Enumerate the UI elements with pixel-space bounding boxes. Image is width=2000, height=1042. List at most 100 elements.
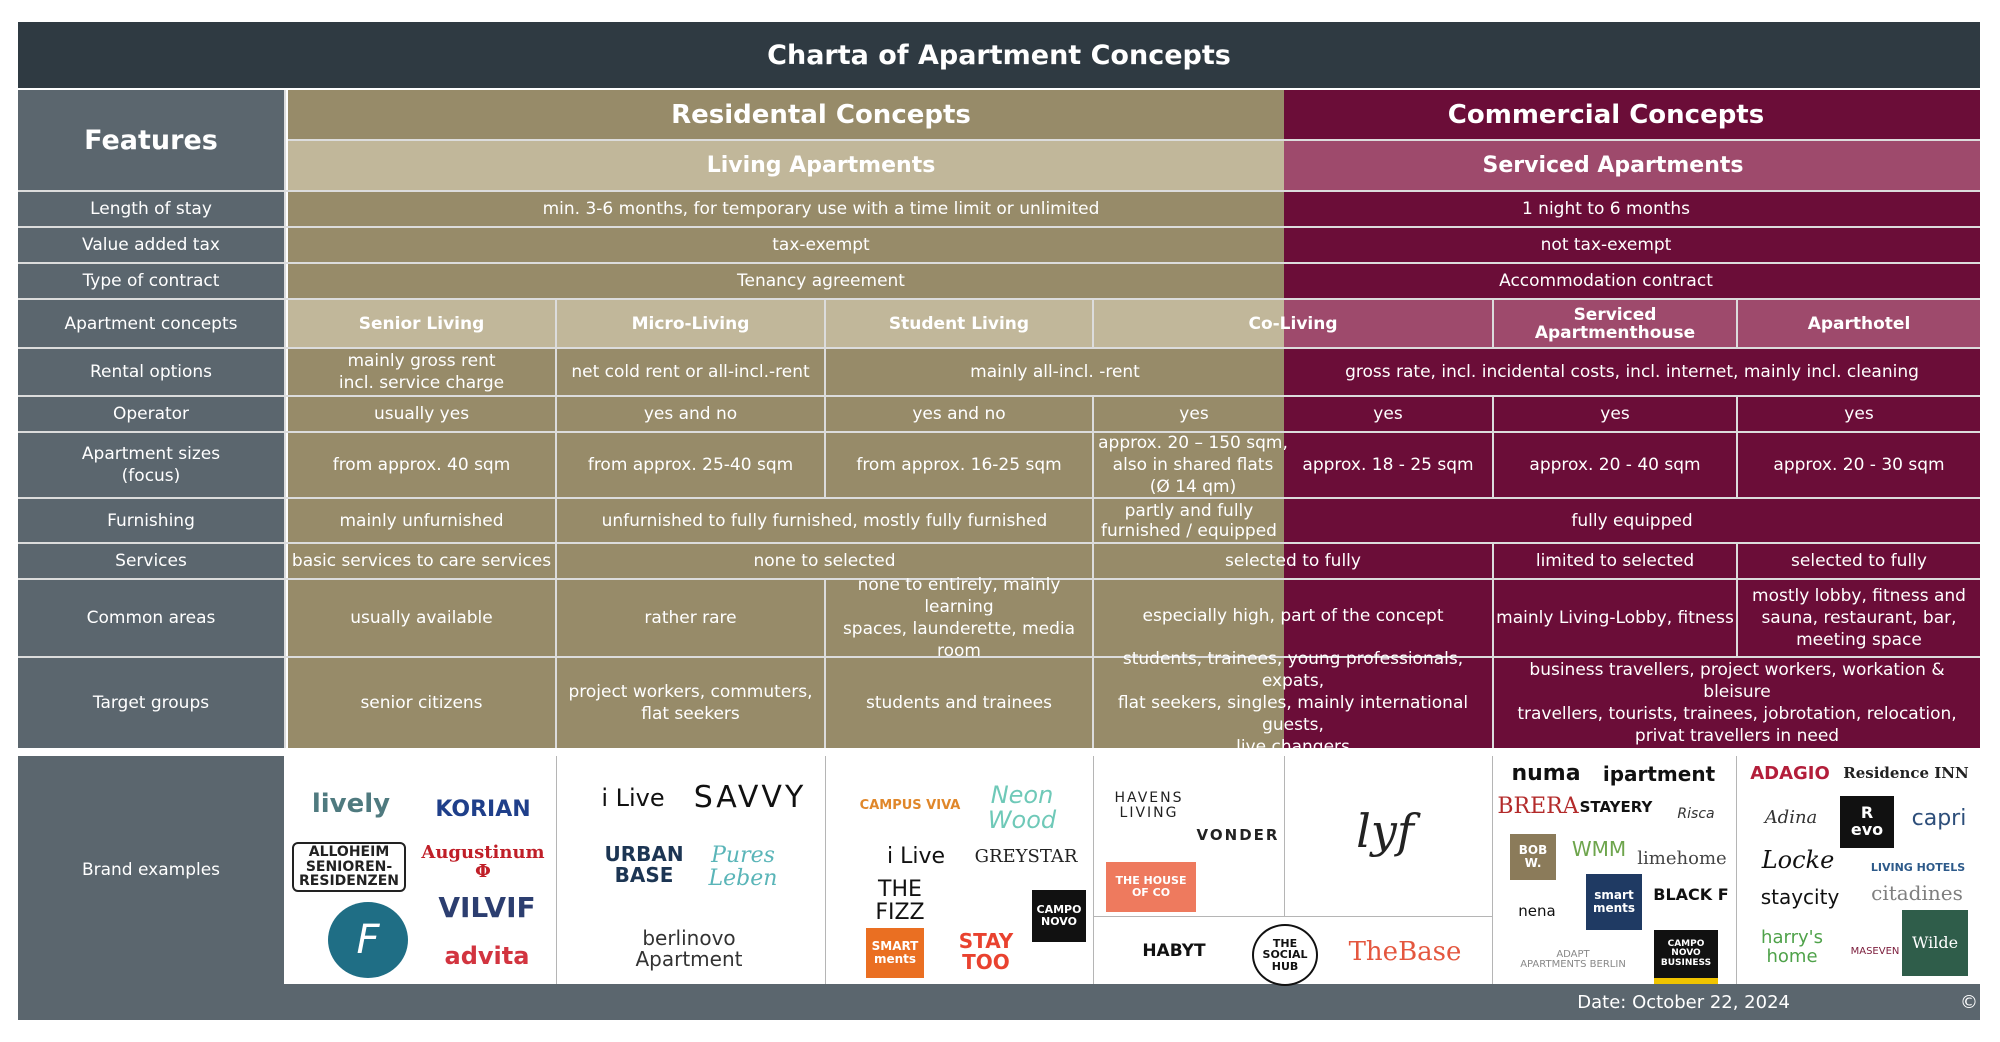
brand-logo-f-circle: F: [328, 902, 408, 978]
residential-subtitle: Living Apartments: [706, 153, 936, 178]
brand-logo-house-of-co: THE HOUSE OF CO: [1106, 862, 1196, 912]
brand-logo-korian: KORIAN: [435, 797, 531, 823]
serviced-apartments-band: [1284, 140, 1980, 191]
target-commercial: business travellers, project workers, wo…: [1517, 659, 1957, 746]
brand-logo-staycity: staycity: [1760, 884, 1840, 909]
brand-logo-adagio: ADAGIO: [1750, 762, 1830, 784]
brand-logo-adapt: ADAPT APARTMENTS BERLIN: [1520, 948, 1626, 970]
brand-logo-berlinovo: berlinovo Apartment: [635, 926, 743, 971]
operator-aparthotel: yes: [1844, 404, 1874, 424]
brand-logo-adina: Adina: [1764, 806, 1818, 828]
brand-logo-ilive-student: i Live: [886, 844, 946, 870]
brand-logo-ilive: i Live: [601, 784, 665, 813]
concepts-band-res: [288, 299, 1284, 348]
furnishing-senior: mainly unfurnished: [339, 510, 504, 531]
commercial-subtitle: Serviced Apartments: [1482, 153, 1744, 178]
common-student: none to entirely, mainly learning spaces…: [842, 575, 1076, 661]
concepts-band-com: [1284, 299, 1980, 348]
brand-logo-savvy: SAVVY: [693, 780, 807, 816]
brand-logo-campus-viva: CAMPUS VIVA: [859, 798, 961, 814]
furnishing-coliving: partly and fully furnished / equipped: [1101, 500, 1277, 541]
features-header: Features: [18, 90, 284, 191]
size-aparthotel: approx. 20 - 30 sqm: [1773, 455, 1945, 475]
target-senior: senior citizens: [360, 692, 483, 713]
size-student: from approx. 16-25 sqm: [856, 455, 1062, 475]
brand-logo-locke: Locke: [1761, 846, 1835, 875]
feature-length-of-stay: Length of stay: [90, 199, 212, 219]
brand-logo-augustinum: Augustinum Φ: [421, 842, 545, 882]
concept-senior-living: Senior Living: [358, 313, 485, 334]
size-serviced: approx. 20 - 40 sqm: [1529, 455, 1701, 475]
brand-logo-staytoo: STAY TOO: [958, 929, 1014, 974]
feature-contract: Type of contract: [82, 271, 220, 291]
brand-logo-the-fizz: THE FIZZ: [875, 876, 925, 925]
brand-logo-havens: HAVENS LIVING: [1114, 790, 1184, 821]
rental-student-coliving: mainly all-incl. -rent: [970, 362, 1140, 382]
concept-serviced-apartmenthouse: Serviced Apartmenthouse: [1534, 304, 1696, 343]
brand-logo-stayery: STAYERY: [1579, 798, 1653, 817]
size-micro: from approx. 25-40 sqm: [587, 455, 794, 475]
brand-logo-black-f: BLACK F: [1653, 884, 1729, 904]
brand-logo-smartments-student: SMART ments: [866, 928, 924, 978]
services-micro-student: none to selected: [753, 551, 896, 571]
brand-logo-alloheim: ALLOHEIM SENIOREN-RESIDENZEN: [292, 842, 406, 892]
brand-logo-urban-base: URBAN BASE: [604, 842, 684, 887]
brand-logo-wilde: Wilde: [1902, 910, 1968, 976]
rental-commercial: gross rate, incl. incidental costs, incl…: [1345, 362, 1919, 382]
size-senior: from approx. 40 sqm: [332, 455, 511, 475]
services-serviced: limited to selected: [1535, 551, 1695, 571]
rental-micro: net cold rent or all-incl.-rent: [571, 362, 810, 382]
footer-copyright: © Apartmentservice: [1817, 992, 1978, 1039]
brand-logo-numa: numa: [1511, 761, 1581, 787]
rental-senior: mainly gross rent incl. service charge: [338, 351, 505, 393]
target-micro: project workers, commuters, flat seekers: [568, 681, 813, 724]
operator-serviced: yes: [1600, 404, 1630, 424]
operator-coliving: yes: [1179, 404, 1209, 424]
brand-logo-residence-inn: Residence INN: [1843, 764, 1969, 783]
services-coliving: selected to fully: [1225, 551, 1361, 571]
stay-commercial: 1 night to 6 months: [1521, 199, 1691, 219]
common-coliving: especially high, part of the concept: [1142, 606, 1444, 626]
feature-operator: Operator: [112, 404, 190, 424]
concept-student-living: Student Living: [888, 313, 1030, 334]
feature-furnishing: Furnishing: [107, 510, 195, 531]
page-title: Charta of Apartment Concepts: [767, 39, 1231, 71]
concept-co-living: Co-Living: [1248, 313, 1338, 334]
operator-student: yes and no: [912, 404, 1006, 424]
brand-logo-ipartment: ipartment: [1602, 761, 1716, 786]
brand-logo-r-evo: R evo: [1840, 796, 1894, 848]
brand-logo-bob-w: BOB W.: [1510, 834, 1556, 880]
size-coliving-commercial: approx. 18 - 25 sqm: [1302, 455, 1474, 475]
feature-rental: Rental options: [89, 362, 213, 382]
brand-logo-citadines: citadines: [1871, 880, 1963, 905]
target-coliving: students, trainees, young professionals,…: [1117, 648, 1469, 757]
size-coliving: approx. 20 – 150 sqm, also in shared fla…: [1098, 433, 1288, 497]
commercial-title: Commercial Concepts: [1447, 100, 1765, 130]
vat-commercial: not tax-exempt: [1540, 235, 1672, 255]
feature-services: Services: [115, 551, 187, 571]
brand-logo-nena: nena: [1518, 902, 1556, 921]
operator-micro: yes and no: [643, 404, 738, 424]
brand-logo-lyf: lyf: [1356, 803, 1414, 858]
brand-logo-pures-leben: Pures Leben: [708, 842, 778, 891]
feature-common-areas: Common areas: [86, 608, 216, 628]
services-senior: basic services to care services: [291, 551, 552, 571]
vat-residential: tax-exempt: [772, 235, 870, 255]
brand-logo-lively: lively: [311, 789, 391, 820]
footer-date: Date: October 22, 2024: [1577, 992, 1790, 1013]
target-student: students and trainees: [866, 692, 1052, 713]
brand-logo-brera: BRERA: [1497, 794, 1579, 820]
brand-logo-vonder: VONDER: [1196, 826, 1280, 845]
brand-logo-living-hotels: LIVING HOTELS: [1870, 861, 1966, 875]
operator-senior: usually yes: [373, 404, 470, 424]
commercial-region: [1284, 90, 1980, 748]
title-bar: Charta of Apartment Concepts: [18, 22, 1980, 88]
brand-logo-limehome: limehome: [1637, 847, 1727, 869]
brand-logo-wmm: WMM: [1571, 836, 1627, 861]
contract-residential: Tenancy agreement: [737, 271, 905, 291]
common-micro: rather rare: [644, 608, 737, 628]
brand-logo-greystar: GREYSTAR: [974, 845, 1078, 867]
living-apartments-band: [288, 140, 1284, 191]
brand-logo-thebase: TheBase: [1348, 937, 1462, 968]
brand-logo-harrys-home: harry's home: [1761, 927, 1823, 967]
